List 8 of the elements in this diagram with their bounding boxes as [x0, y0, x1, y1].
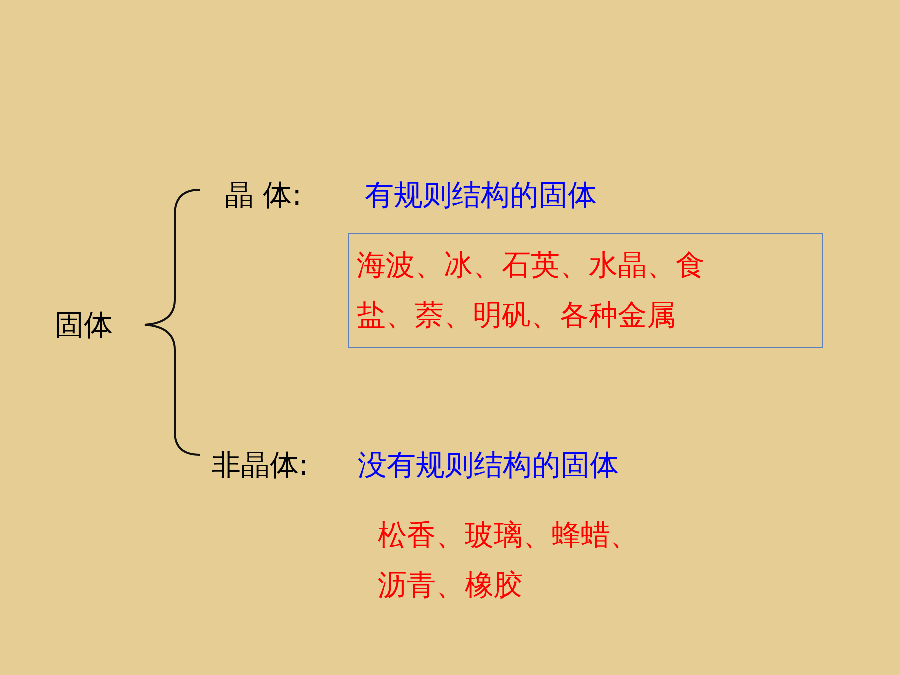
definition-text: 没有规则结构的固体	[358, 447, 619, 484]
example-box	[348, 233, 823, 348]
category-label: 晶 体:	[225, 177, 302, 214]
category-label: 非晶体:	[212, 447, 309, 484]
definition-text: 有规则结构的固体	[365, 177, 597, 214]
examples-text: 松香、玻璃、蜂蜡、沥青、橡胶	[378, 517, 640, 604]
examples-text: 海波、冰、石英、水晶、食盐、萘、明矾、各种金属	[357, 247, 705, 334]
root-label: 固体	[55, 307, 113, 344]
